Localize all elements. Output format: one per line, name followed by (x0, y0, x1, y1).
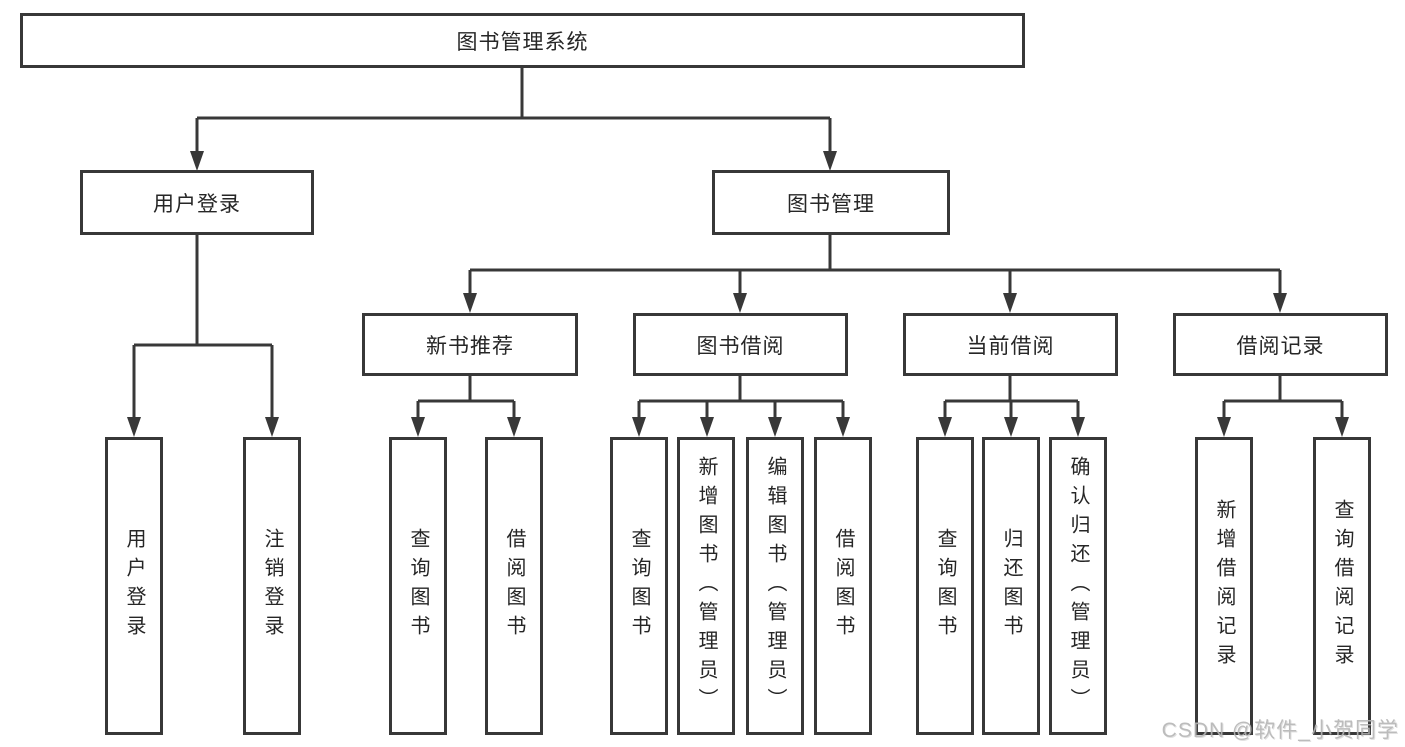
connector-lines (132, 68, 1344, 421)
leaf-borrow-books-recommend-label: 借阅图书 (503, 528, 525, 644)
leaf-user-login-label: 用户登录 (123, 528, 145, 644)
leaf-query-borrow-record: 查询借阅记录 (1313, 437, 1371, 735)
node-root-system: 图书管理系统 (20, 13, 1025, 68)
leaf-borrow-books-recommend: 借阅图书 (485, 437, 543, 735)
leaf-query-books-borrow-label: 查询图书 (628, 528, 650, 644)
leaf-query-borrow-record-label: 查询借阅记录 (1331, 499, 1353, 673)
leaf-confirm-return-admin: 确认归还（管理员） (1049, 437, 1107, 735)
node-user-login-label: 用户登录 (153, 192, 241, 216)
leaf-edit-books-admin: 编辑图书（管理员） (746, 437, 804, 735)
csdn-watermark: CSDN @软件_小贺同学 (1161, 719, 1399, 742)
leaf-borrow-books: 借阅图书 (814, 437, 872, 735)
leaf-confirm-return-admin-label: 确认归还（管理员） (1067, 455, 1089, 717)
leaf-add-borrow-record: 新增借阅记录 (1195, 437, 1253, 735)
leaf-query-books-recommend-label: 查询图书 (407, 528, 429, 644)
node-current-borrow-label: 当前借阅 (966, 334, 1055, 358)
node-book-borrow-label: 图书借阅 (696, 334, 785, 358)
leaf-user-login: 用户登录 (105, 437, 163, 735)
node-book-borrow: 图书借阅 (633, 313, 848, 376)
leaf-borrow-books-label: 借阅图书 (832, 528, 854, 644)
leaf-add-borrow-record-label: 新增借阅记录 (1213, 499, 1235, 673)
leaf-add-books-admin: 新增图书（管理员） (677, 437, 735, 735)
arrowheads (127, 151, 1349, 437)
node-borrow-records-label: 借阅记录 (1236, 334, 1325, 358)
leaf-add-books-admin-label: 新增图书（管理员） (695, 455, 717, 717)
leaf-query-books-current-label: 查询图书 (934, 528, 956, 644)
node-new-book-recommend-label: 新书推荐 (426, 334, 514, 358)
node-new-book-recommend: 新书推荐 (362, 313, 578, 376)
leaf-query-books-borrow: 查询图书 (610, 437, 668, 735)
leaf-return-books: 归还图书 (982, 437, 1040, 735)
leaf-logout-label: 注销登录 (261, 528, 283, 644)
node-borrow-records: 借阅记录 (1173, 313, 1388, 376)
node-user-login: 用户登录 (80, 170, 314, 235)
leaf-query-books-recommend: 查询图书 (389, 437, 447, 735)
node-book-management: 图书管理 (712, 170, 950, 235)
leaf-logout: 注销登录 (243, 437, 301, 735)
node-book-management-label: 图书管理 (787, 192, 875, 216)
leaf-edit-books-admin-label: 编辑图书（管理员） (764, 455, 786, 717)
leaf-query-books-current: 查询图书 (916, 437, 974, 735)
leaf-return-books-label: 归还图书 (1000, 528, 1022, 644)
node-root-label: 图书管理系统 (456, 30, 589, 54)
node-current-borrow: 当前借阅 (903, 313, 1118, 376)
